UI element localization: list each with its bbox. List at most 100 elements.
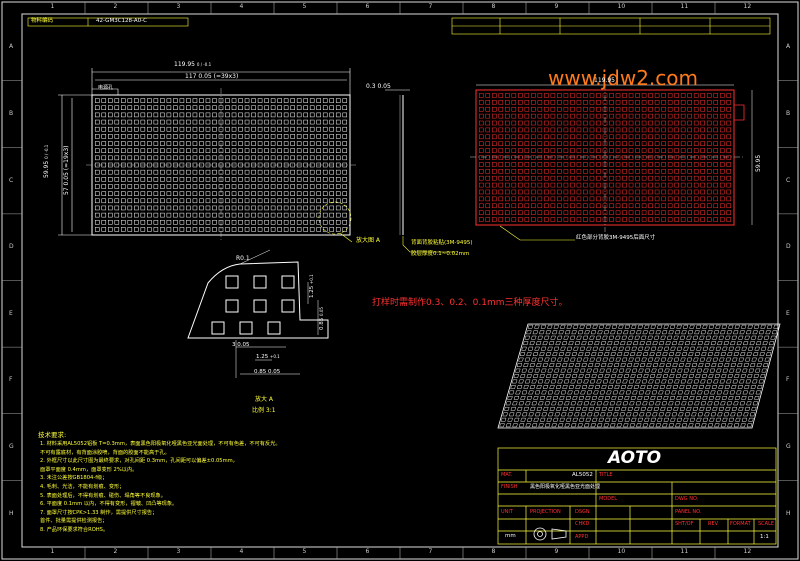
column-label-7-top: 7	[428, 3, 433, 10]
detail-title: 放大 A	[255, 396, 274, 403]
projection-symbol	[533, 527, 547, 541]
column-label-1-top: 1	[50, 3, 55, 10]
chkd-label: CHKD	[575, 521, 590, 527]
tech-line: 1. 材料采用AL5052铝板 T=0.3mm，表面黑色阳极氧化哑黑色亚光面处理…	[40, 441, 281, 447]
tech-line: 5. 表面处理后，不得有划痕、碰伤、塌角等不良现象。	[40, 492, 166, 499]
dim-height-inner: 57 0.05 (=19x3)	[63, 145, 70, 195]
tech-line: 7. 面罩尺寸按CPK>1.33 制作，需提供尺寸报告；	[40, 509, 158, 516]
code-label: 物料编码	[31, 18, 54, 24]
tech-line: 2. 外框尺寸以此尺寸图为最终要求，对孔间距 0.3mm，孔间距可以偏差±0.0…	[40, 458, 238, 465]
tech-line: 不可有露底材，有背面涂胶喷，背面的胶面不能高于孔。	[40, 449, 170, 456]
dim-thickness: 0.3 0.05	[366, 83, 391, 90]
dim-height-outer: 59.95 0 / -0.1	[43, 144, 50, 178]
row-label-C-left: C	[9, 176, 14, 184]
tech-line: 4. 毛刺、光洁，不能有划痕、变形；	[40, 484, 125, 490]
dim-width-inner: 117 0.05 (=39x3)	[185, 73, 239, 80]
column-label-12-top: 12	[743, 3, 752, 10]
column-label-7-bottom: 7	[428, 548, 433, 555]
detail-a-dimensions	[235, 249, 319, 378]
mat-label: MAT.	[501, 472, 513, 478]
row-label-C-right: C	[786, 176, 791, 184]
column-label-1-bottom: 1	[50, 548, 55, 555]
finish-label: FINISH	[501, 484, 518, 490]
column-label-4-top: 4	[239, 3, 244, 10]
row-label-A-right: A	[786, 43, 791, 51]
tech-line: 面罩平面度 0.4mm，面罩变形 2%以内。	[40, 466, 138, 473]
sht-label: SHT/OF	[675, 521, 694, 527]
row-label-G-right: G	[786, 443, 791, 451]
tech-line: 8. 产品环保要求符合ROHS。	[40, 527, 109, 533]
row-label-E-left: E	[9, 309, 13, 317]
column-label-3-bottom: 3	[176, 548, 181, 555]
column-label-8-bottom: 8	[491, 548, 496, 555]
row-label-A-left: A	[9, 43, 14, 51]
column-label-6-bottom: 6	[365, 548, 370, 555]
row-label-B-left: B	[9, 109, 14, 117]
adhesive-note-1: 背面背胶粘贴(3M-9495)	[411, 240, 473, 246]
front-view-dimensions	[58, 68, 351, 236]
dwg-label: DWG NO.	[675, 496, 699, 502]
column-label-4-bottom: 4	[239, 548, 244, 555]
scale-value: 1:1	[760, 534, 769, 540]
detail-dim-5: 0.85 0.05	[254, 369, 281, 375]
column-label-2-top: 2	[113, 3, 118, 10]
row-label-B-right: B	[786, 109, 791, 117]
model-label: MODEL	[599, 496, 618, 502]
projection-label: PROJECTION	[530, 509, 561, 515]
company-logo: AOTO	[608, 448, 662, 468]
column-label-10-bottom: 10	[617, 548, 626, 555]
rev-label: REV	[708, 521, 719, 527]
code-box	[27, 17, 189, 27]
detail-a-holes	[211, 275, 295, 335]
column-label-2-bottom: 2	[113, 548, 118, 555]
dim-top-label: 电源孔	[98, 85, 114, 91]
column-label-10-top: 10	[617, 3, 626, 10]
red-part-note: 红色部分背胶3M-9495后面尺寸	[576, 235, 656, 241]
detail-ref-label: 放大图 A	[356, 237, 381, 244]
unit-value: mm	[505, 533, 516, 539]
column-label-9-bottom: 9	[554, 548, 559, 555]
column-label-11-bottom: 11	[680, 548, 689, 555]
column-label-12-bottom: 12	[743, 548, 752, 555]
isometric-view	[497, 323, 781, 429]
column-label-3-top: 3	[176, 3, 181, 10]
dim-width-outer: 119.95 0 / -0.1	[174, 61, 212, 68]
detail-dim-3: 3 0.05	[232, 342, 250, 348]
adhesive-note-2: 胶层厚度0.1~0.02mm	[411, 251, 470, 257]
detail-dim-2: 0.85 0.05	[319, 307, 325, 330]
code-value: 42-GM3C128-A0-C	[96, 18, 147, 24]
row-label-E-right: E	[786, 309, 790, 317]
unit-label: UNIT	[501, 509, 513, 515]
title-label: TITLE	[599, 472, 613, 478]
tech-title: 技术要求:	[38, 431, 67, 439]
detail-dim-4: 1.25 +0.1	[256, 354, 280, 360]
red-dim-height: 59.95	[755, 154, 762, 172]
red-dim-width: 119.95	[594, 77, 615, 84]
column-label-6-top: 6	[365, 3, 370, 10]
detail-dim-1: 1.25 +0.1	[309, 274, 315, 298]
appd-label: APPD	[575, 534, 589, 540]
dsgn-label: DSGN	[575, 509, 590, 515]
tech-line: 首件、批量需提供检测报告；	[40, 518, 108, 525]
detail-a-outline	[187, 261, 329, 339]
row-label-F-right: F	[786, 376, 790, 384]
row-label-D-right: D	[786, 243, 791, 251]
mat-value: AL5052	[572, 472, 593, 478]
panel-label: PANEL NO.	[675, 509, 702, 515]
tech-line: 3. 未注公差按GB1804-f级；	[40, 475, 108, 482]
column-label-5-bottom: 5	[302, 548, 307, 555]
mask-hole-grid	[94, 98, 348, 232]
detail-a-circle	[318, 201, 352, 235]
watermark: www.jdw2.com	[548, 66, 698, 90]
scale-label: SCALE	[758, 521, 775, 527]
row-label-G-left: G	[9, 443, 14, 451]
row-label-H-right: H	[786, 509, 791, 517]
column-label-5-top: 5	[302, 3, 307, 10]
column-label-9-top: 9	[554, 3, 559, 10]
detail-scale: 比例 3:1	[252, 407, 276, 414]
tech-line: 6. 平面度 0.1mm 以内，不得有变形，褶皱、凹凸等现象。	[40, 501, 178, 508]
format-label: FORMAT	[730, 521, 751, 527]
title-block-frame	[497, 447, 777, 545]
